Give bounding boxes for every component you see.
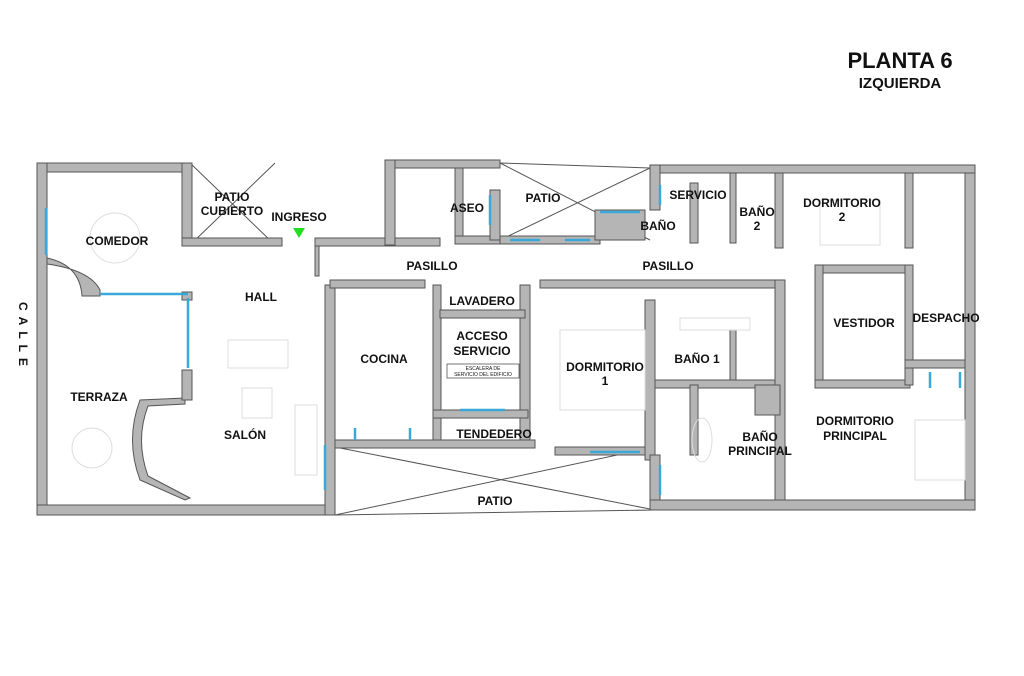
patio-lines [189, 162, 656, 516]
terrace-table [71, 427, 113, 469]
room-bano-principal-1: BAÑO [742, 429, 777, 444]
wall [649, 164, 976, 174]
room-dormitorio-principal-2: PRINCIPAL [823, 429, 887, 443]
sofa [227, 339, 289, 369]
room-patio-cubierto-2: CUBIERTO [201, 204, 263, 218]
room-bano1: BAÑO 1 [674, 351, 720, 366]
bed-principal [914, 419, 966, 481]
wall [904, 264, 914, 386]
plan-title: PLANTA 6 IZQUIERDA [800, 48, 1000, 92]
wall [814, 264, 824, 386]
plan-title-floor: PLANTA 6 [847, 48, 953, 73]
room-dormitorio2-1: DORMITORIO [803, 196, 881, 210]
room-bano2-2: 2 [754, 219, 761, 233]
wall [181, 162, 193, 246]
room-labels: INGRESOCOMEDORPATIOCUBIERTOHALLTERRAZASA… [70, 188, 979, 508]
room-aseo: ASEO [450, 201, 484, 215]
walls [36, 159, 976, 516]
patio-line [334, 509, 656, 516]
wall [754, 384, 781, 416]
room-patio-bottom: PATIO [478, 494, 513, 508]
room-dormitorio1-1: DORMITORIO [566, 360, 644, 374]
bed-dormitorio-2 [819, 199, 881, 246]
wall [904, 172, 914, 249]
room-lavadero: LAVADERO [449, 294, 515, 308]
room-dormitorio1-2: 1 [602, 374, 609, 388]
entrance-label: INGRESO [271, 210, 326, 224]
room-vestidor: VESTIDOR [833, 316, 895, 330]
sideboard [294, 404, 318, 476]
armchair [241, 387, 273, 419]
wall [814, 379, 911, 389]
wall [384, 159, 396, 246]
patio-line [334, 446, 656, 511]
wall [181, 237, 283, 247]
room-cocina: COCINA [360, 352, 408, 366]
room-comedor: COMEDOR [86, 234, 149, 248]
room-hall: HALL [245, 290, 277, 304]
room-bano-principal-2: PRINCIPAL [728, 444, 792, 458]
room-patio-cubierto-1: PATIO [215, 190, 250, 204]
patio-line [499, 167, 651, 241]
stair-note-2: SERVICIO DEL EDIFICIO [454, 372, 512, 378]
wall [519, 284, 531, 446]
windows [44, 185, 962, 495]
room-acceso-1: ACCESO [456, 329, 507, 343]
wall [314, 237, 441, 247]
room-patio-top: PATIO [526, 191, 561, 205]
wall [729, 172, 737, 244]
wall [814, 264, 911, 274]
room-despacho: DESPACHO [912, 311, 979, 325]
room-terraza: TERRAZA [70, 390, 128, 404]
room-acceso-2: SERVICIO [453, 344, 510, 358]
room-bano2-1: BAÑO [739, 204, 774, 219]
wall [432, 284, 442, 446]
furniture [71, 199, 966, 481]
wall [539, 279, 786, 289]
plan-title-side: IZQUIERDA [858, 75, 942, 92]
room-salon: SALÓN [224, 427, 266, 442]
wall [644, 299, 656, 461]
wall [439, 309, 526, 319]
vanity [679, 317, 751, 331]
wall [314, 245, 320, 277]
wall [649, 499, 976, 511]
wall [649, 164, 661, 211]
wall [36, 504, 336, 516]
dining-table [89, 212, 141, 264]
wall-curve-salon [132, 397, 192, 501]
wall [181, 369, 193, 401]
bed-dormitorio-1 [559, 329, 646, 411]
wall [729, 329, 737, 381]
room-tendedero: TENDEDERO [456, 427, 531, 441]
wall [689, 384, 699, 456]
patio-line [189, 162, 276, 246]
bathtub [691, 417, 713, 463]
patio-line [499, 162, 651, 169]
room-pasillo-left: PASILLO [406, 259, 457, 273]
room-servicio: SERVICIO [669, 188, 726, 202]
stair-note-1: ESCALERA DE [466, 366, 501, 372]
wall [964, 172, 976, 506]
wall [489, 189, 501, 241]
room-pasillo-right: PASILLO [642, 259, 693, 273]
wall [334, 439, 536, 449]
wall [774, 172, 784, 249]
wall-curve-comedor [46, 257, 101, 297]
wall [594, 209, 646, 241]
entrance-marker-icon [293, 228, 305, 238]
room-dormitorio-principal-1: DORMITORIO [816, 414, 894, 428]
wall [384, 159, 501, 169]
patio-line [334, 446, 656, 516]
wall [689, 182, 699, 244]
wall [324, 284, 336, 516]
stair-note-box [446, 363, 520, 379]
room-dormitorio2-2: 2 [839, 210, 846, 224]
wall [36, 162, 191, 173]
room-bano-servicio: BAÑO [640, 218, 675, 233]
wall [329, 279, 426, 289]
street-label: CALLE [16, 302, 30, 372]
